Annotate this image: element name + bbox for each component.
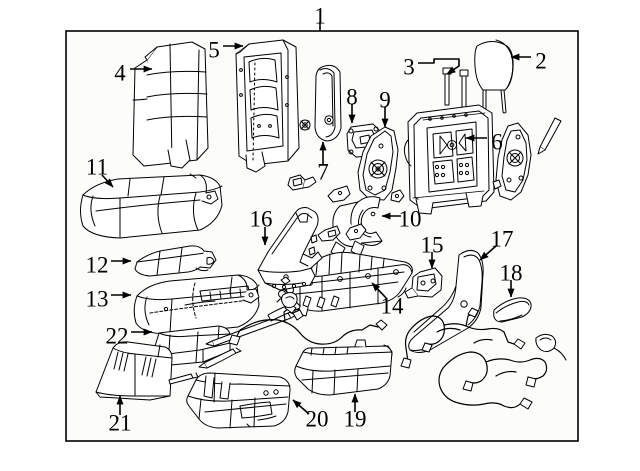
callout-5[interactable]: 5 xyxy=(208,38,244,63)
callout-number-5: 5 xyxy=(208,38,220,63)
part-art-rod-a xyxy=(537,117,562,155)
part-art-16 xyxy=(257,207,323,291)
callout-number-8: 8 xyxy=(346,85,358,110)
callout-number-2: 2 xyxy=(535,49,547,74)
callout-18[interactable]: 18 xyxy=(500,261,523,298)
callout-number-15: 15 xyxy=(421,233,444,258)
part-art-5 xyxy=(235,39,300,173)
callout-number-14: 14 xyxy=(381,294,405,319)
callout-number-22: 22 xyxy=(106,324,129,349)
callout-11[interactable]: 11 xyxy=(86,155,114,188)
part-art-flange-a xyxy=(317,185,367,259)
callout-number-3: 3 xyxy=(403,55,415,80)
part-art-9 xyxy=(357,126,405,203)
part-art-harness-2 xyxy=(235,307,461,345)
callout-leader-14 xyxy=(371,282,388,300)
parts-illustrations xyxy=(80,39,567,429)
callout-number-12: 12 xyxy=(86,253,109,278)
callout-16[interactable]: 16 xyxy=(250,207,273,246)
part-art-clip-a xyxy=(287,174,317,191)
callout-8[interactable]: 8 xyxy=(346,85,358,124)
part-art-4 xyxy=(132,41,209,169)
part-art-6 xyxy=(403,104,495,215)
part-art-15 xyxy=(404,267,443,299)
callout-leader-20 xyxy=(292,399,310,415)
part-art-grommet xyxy=(299,119,311,131)
callout-number-1: 1 xyxy=(314,4,326,29)
callout-2[interactable]: 2 xyxy=(510,49,547,74)
part-art-19 xyxy=(294,339,393,396)
callout-number-4: 4 xyxy=(114,61,126,86)
callout-19[interactable]: 19 xyxy=(344,393,367,432)
callout-number-19: 19 xyxy=(344,407,367,432)
callout-17[interactable]: 17 xyxy=(479,227,514,261)
callout-number-11: 11 xyxy=(86,155,108,180)
callout-14[interactable]: 14 xyxy=(371,282,405,319)
part-art-21 xyxy=(95,341,173,401)
callout-22[interactable]: 22 xyxy=(106,324,153,349)
callout-leader-11 xyxy=(101,174,114,188)
callout-leader-17 xyxy=(479,245,497,261)
callout-20[interactable]: 20 xyxy=(292,399,329,432)
callout-number-20: 20 xyxy=(306,407,329,432)
callout-number-6: 6 xyxy=(491,130,503,155)
part-art-18 xyxy=(493,297,532,323)
part-art-13 xyxy=(133,274,260,335)
callout-number-21: 21 xyxy=(109,411,132,436)
callout-6[interactable]: 6 xyxy=(465,130,503,155)
part-art-misc xyxy=(281,292,304,321)
callout-number-18: 18 xyxy=(500,261,523,286)
callout-4[interactable]: 4 xyxy=(114,61,153,86)
part-art-7 xyxy=(314,64,342,142)
part-art-harness-connectors xyxy=(400,307,567,410)
callout-12[interactable]: 12 xyxy=(86,253,132,278)
part-art-12 xyxy=(134,245,217,277)
part-art-11 xyxy=(80,173,223,239)
callout-number-17: 17 xyxy=(491,227,514,252)
part-art-20 xyxy=(186,372,291,429)
callout-leader-3 xyxy=(418,58,460,75)
callout-number-7: 7 xyxy=(317,160,329,185)
callout-number-13: 13 xyxy=(86,287,109,312)
callout-3[interactable]: 3 xyxy=(403,55,460,80)
callout-21[interactable]: 21 xyxy=(109,395,132,436)
callout-9[interactable]: 9 xyxy=(379,88,391,128)
callout-number-16: 16 xyxy=(250,207,273,232)
callout-number-10: 10 xyxy=(399,207,422,232)
callout-1[interactable]: 1 xyxy=(314,4,326,32)
callout-13[interactable]: 13 xyxy=(86,287,132,312)
callout-10[interactable]: 10 xyxy=(381,207,422,232)
callout-7[interactable]: 7 xyxy=(317,141,329,185)
part-art-recliner-right xyxy=(492,122,532,201)
callout-number-9: 9 xyxy=(379,88,391,113)
callout-15[interactable]: 15 xyxy=(421,233,444,269)
